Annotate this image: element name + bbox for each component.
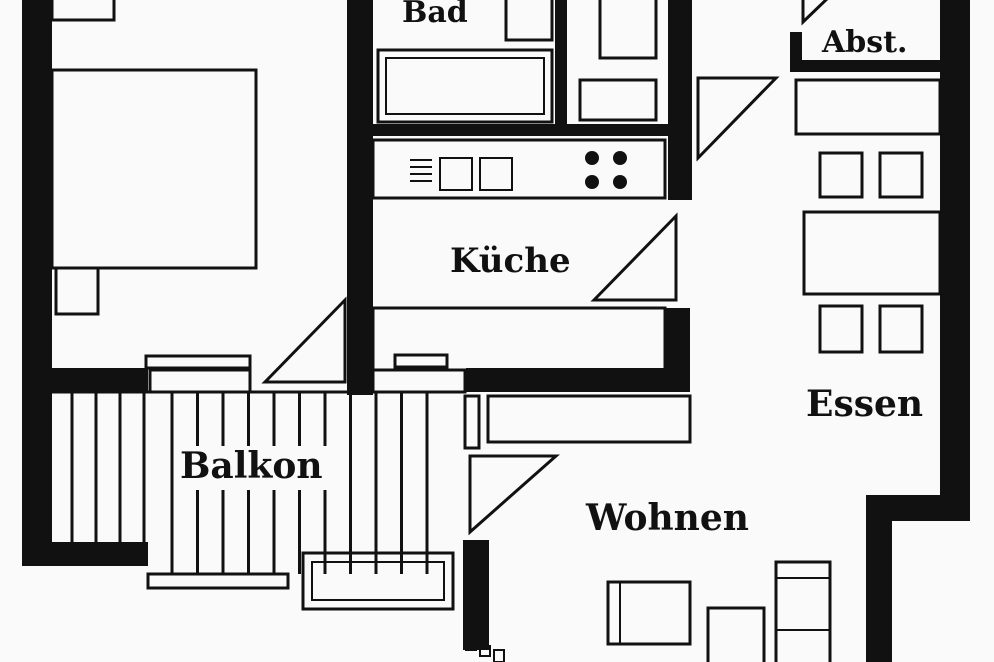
hall: Abst. (696, 0, 907, 162)
room-label-kueche: Küche (450, 241, 571, 281)
living-sofa (774, 560, 832, 662)
bathtub (376, 48, 554, 124)
bedroom-nightstand-top (50, 0, 116, 22)
dining-chair-3 (818, 304, 864, 354)
wall-left-outer (22, 0, 52, 565)
bathtub-inner (385, 57, 545, 115)
dining-furniture: Essen (794, 78, 942, 425)
dining-chair-1 (818, 151, 864, 199)
wall-living-left (463, 540, 489, 650)
wall-kitchen-bottom (466, 368, 690, 392)
abst-door-swing (801, 0, 829, 26)
room-label-wohnen: Wohnen (585, 497, 749, 539)
wall-bath-divider (555, 0, 567, 130)
kitchen-counter-top (371, 138, 667, 200)
hall-door-swing (696, 76, 780, 162)
dining-chair-4 (878, 304, 924, 354)
wall-step-vertical (866, 495, 892, 662)
balcony: Balkon (52, 353, 467, 611)
balcony-window-sill-left (144, 354, 252, 370)
kitchen-counter-bottom (371, 306, 667, 372)
wall-abst-bottom (790, 60, 940, 72)
bedroom-furniture (50, 0, 347, 384)
room-label-essen: Essen (806, 383, 923, 425)
balcony-bench-inner (311, 561, 445, 601)
kitchen-sink-icon (410, 157, 513, 191)
living-cabinet-end (463, 394, 481, 450)
room-label-abst: Abst. (821, 25, 907, 60)
bedroom-door-swing (261, 296, 347, 384)
living-armchair (606, 580, 692, 646)
bathroom-fixtures: Bad (376, 0, 658, 124)
room-label-balkon: Balkon (180, 445, 323, 487)
kitchen: Küche (371, 138, 678, 372)
wall-balcony-bottom (22, 542, 148, 566)
dining-chair-2 (878, 151, 924, 199)
bath-sink (504, 0, 554, 42)
wall-bedroom-bottom (22, 368, 148, 392)
wall-bedroom-right (347, 0, 373, 395)
wall-abst-left (790, 32, 802, 72)
balcony-bench (301, 551, 455, 611)
bedroom-nightstand-bottom (54, 266, 100, 316)
balcony-window-frame-right (371, 368, 467, 394)
room-label-bad: Bad (402, 0, 468, 30)
wall-bath-bottom (373, 124, 673, 136)
living-cabinet (486, 394, 692, 444)
dining-sideboard (794, 78, 942, 136)
balcony-window-sill-right (393, 353, 449, 369)
bedroom-bed (50, 68, 258, 270)
stove-icon (585, 151, 627, 189)
living-furniture: Wohnen (463, 394, 832, 662)
wall-bath-right (668, 0, 692, 200)
living-door-marks (465, 639, 505, 662)
walls (22, 0, 970, 662)
balcony-railing (70, 392, 429, 574)
bath-toilet (598, 0, 658, 60)
wall-kitchen-stub (664, 308, 690, 392)
dining-table (802, 210, 942, 296)
kitchen-door-swing (590, 212, 678, 302)
balcony-label-bg (178, 446, 338, 490)
balcony-planter (146, 572, 290, 590)
balcony-window-frame-left (148, 368, 252, 394)
wall-right-outer (940, 0, 970, 520)
living-side-table (706, 606, 766, 662)
balcony-door-swing (468, 454, 560, 536)
bath-washer (578, 78, 658, 122)
